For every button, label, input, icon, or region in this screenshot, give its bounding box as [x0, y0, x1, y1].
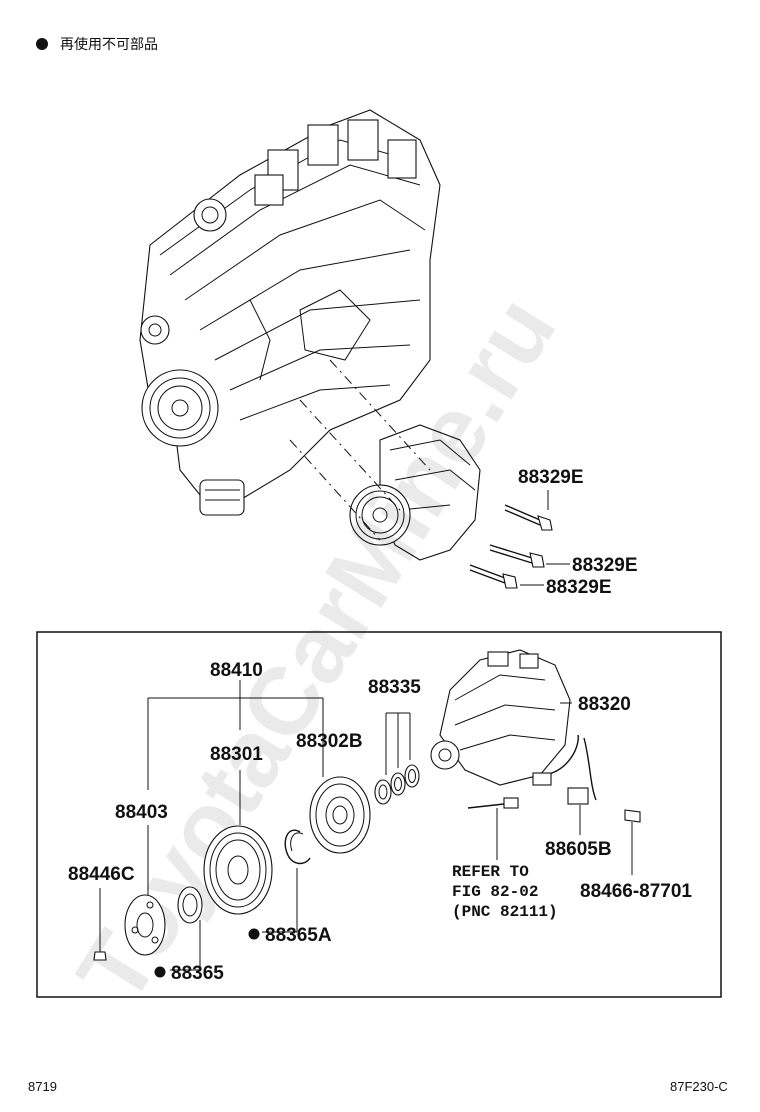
- clutch-88301: [203, 825, 273, 915]
- label-88446c[interactable]: 88446C: [68, 864, 135, 885]
- bolt-88329e-top: [504, 504, 553, 531]
- label-88410[interactable]: 88410: [210, 660, 263, 681]
- wire-harness-88605b: [467, 734, 597, 809]
- bolt-88466-87701: [624, 809, 641, 875]
- bolt-88329e-bottom: [469, 564, 518, 589]
- label-88403[interactable]: 88403: [115, 802, 168, 823]
- label-88365a[interactable]: 88365A: [265, 925, 332, 946]
- label-88466-87701[interactable]: 88466-87701: [580, 881, 692, 902]
- hub-plate-88403: [124, 894, 166, 956]
- legend-text: 再使用不可部品: [60, 36, 158, 53]
- footer-left-code: 8719: [28, 1079, 57, 1094]
- legend: 再使用不可部品: [36, 36, 158, 53]
- footer-right-code: 87F230-C: [670, 1079, 728, 1094]
- reuse-bullet-88365a-icon: [248, 928, 260, 940]
- bolt-88329e-middle: [489, 544, 545, 568]
- label-88329e-3[interactable]: 88329E: [546, 577, 612, 598]
- refer-line-3: (PNC 82111): [452, 903, 558, 921]
- engine-illustration: [139, 109, 441, 516]
- compressor-upper: [349, 424, 481, 561]
- seals-88335: [374, 764, 420, 805]
- bolt-88446c: [93, 888, 107, 961]
- refer-line-1: REFER TO: [452, 863, 529, 881]
- shim-88365: [177, 886, 203, 924]
- label-88365[interactable]: 88365: [171, 963, 224, 984]
- label-88301[interactable]: 88301: [210, 744, 263, 765]
- label-88320[interactable]: 88320: [578, 694, 631, 715]
- refer-line-2: FIG 82-02: [452, 883, 538, 901]
- label-88302b[interactable]: 88302B: [296, 731, 363, 752]
- pulley-88302b: [309, 776, 371, 854]
- legend-bullet-icon: [36, 38, 48, 50]
- compressor-body-88320: [430, 649, 571, 786]
- label-88335[interactable]: 88335: [368, 677, 421, 698]
- label-88605b[interactable]: 88605B: [545, 839, 612, 860]
- label-88329e-1[interactable]: 88329E: [518, 467, 584, 488]
- exploded-view-frame: [36, 631, 722, 998]
- label-88329e-2[interactable]: 88329E: [572, 555, 638, 576]
- reuse-bullet-88365-icon: [154, 966, 166, 978]
- snap-ring-88365a: [284, 829, 311, 865]
